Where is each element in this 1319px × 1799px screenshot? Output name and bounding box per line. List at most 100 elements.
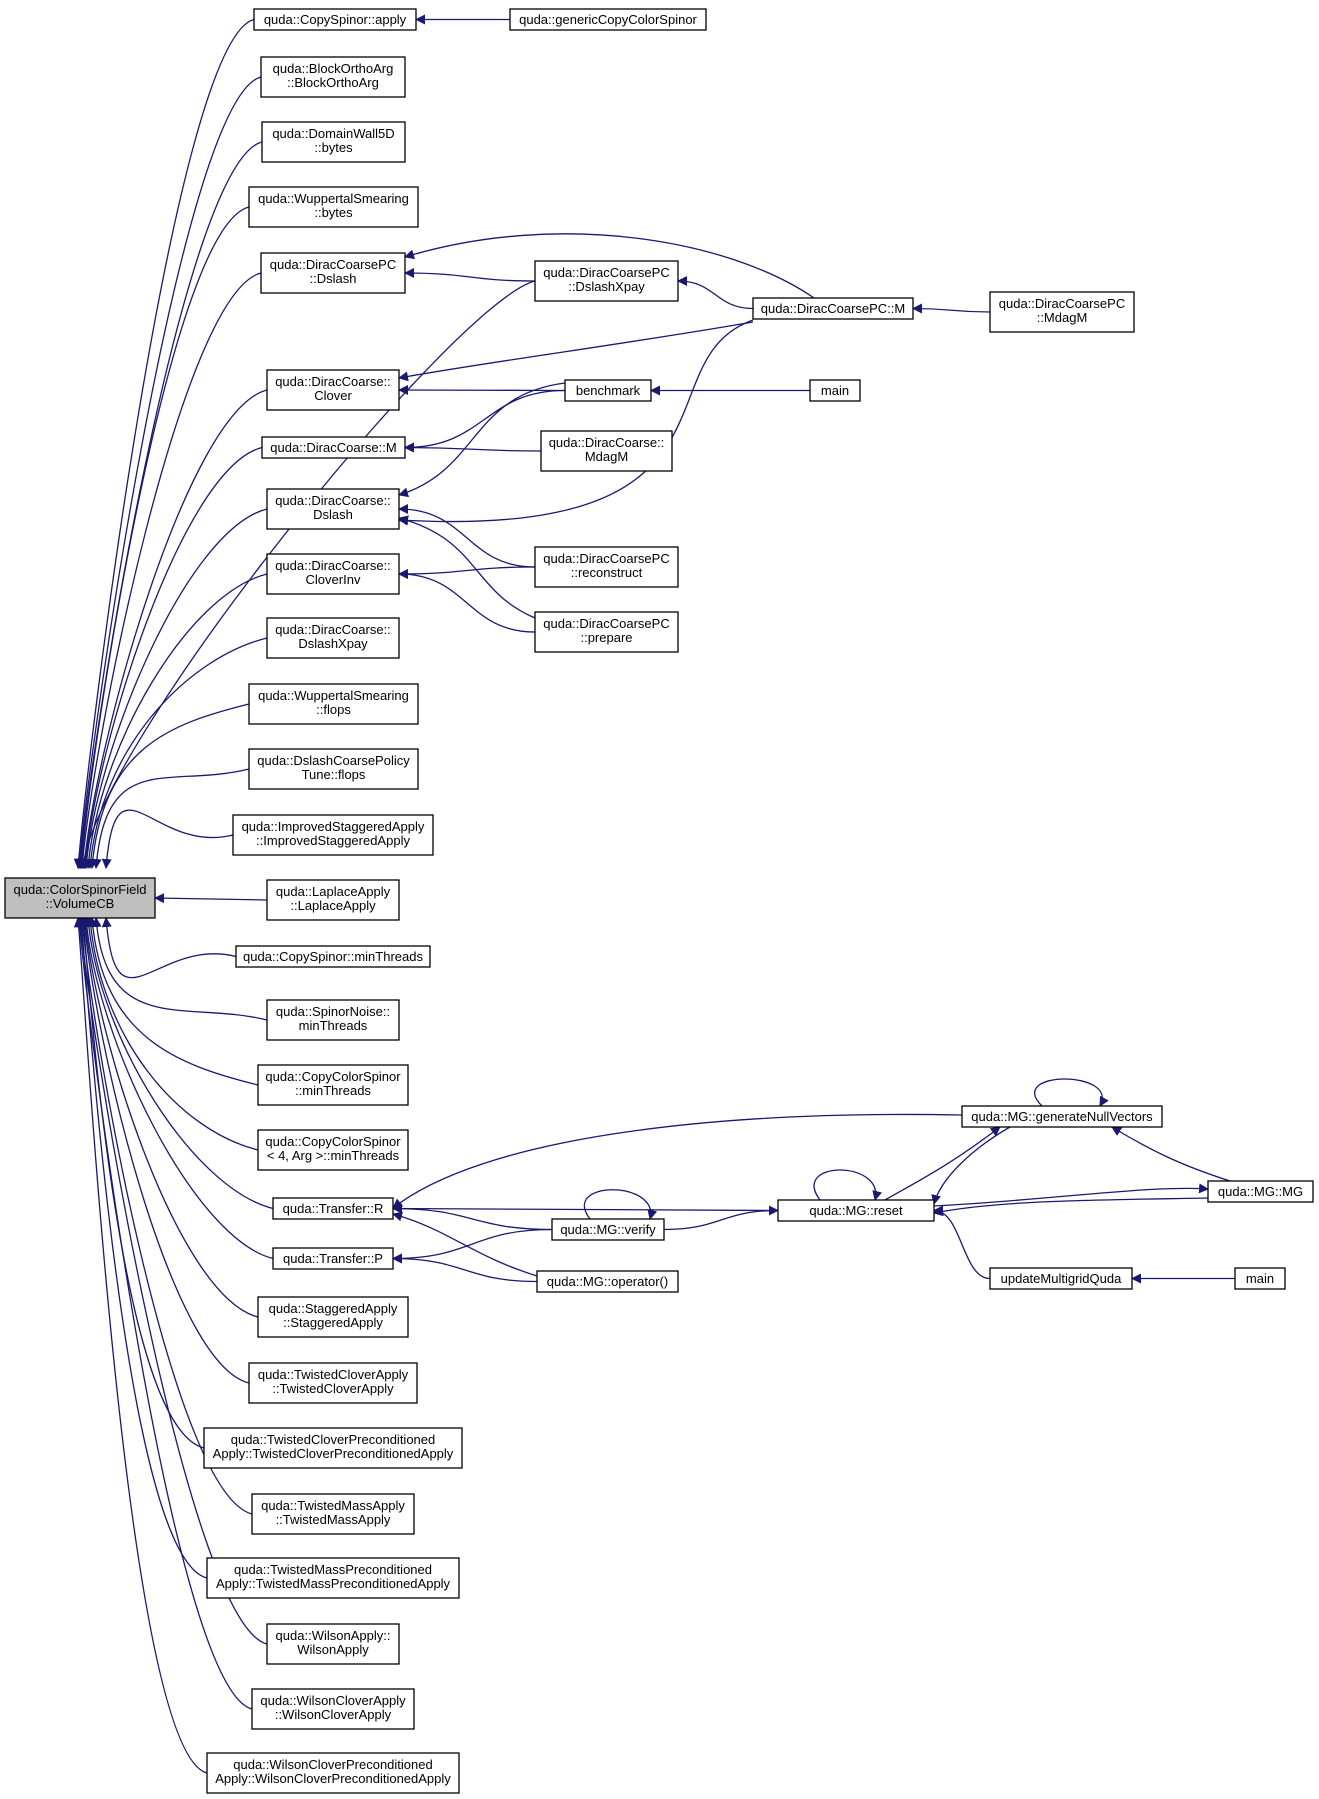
node-box [266, 999, 400, 1041]
edge-mg_reset-to-mg_mg [933, 1183, 1209, 1207]
node-label: quda::WilsonApply:: [276, 1628, 391, 1643]
node-dc_mdagm[interactable]: quda::DiracCoarse::MdagM [540, 430, 673, 472]
node-label: quda::MG::generateNullVectors [971, 1109, 1153, 1124]
node-dc_dslash[interactable]: quda::DiracCoarse::Dslash [266, 488, 400, 530]
node-label: quda::DiracCoarse::M [270, 440, 396, 455]
node-cs_mint[interactable]: quda::CopySpinor::minThreads [235, 945, 431, 968]
node-box [989, 1267, 1133, 1290]
node-main2[interactable]: main [1234, 1267, 1286, 1290]
node-sn_mint[interactable]: quda::SpinorNoise::minThreads [266, 999, 400, 1041]
node-box [248, 186, 419, 228]
node-wca[interactable]: quda::WilsonCloverApply::WilsonCloverApp… [251, 1688, 415, 1730]
node-box [1207, 1180, 1314, 1203]
node-label: ::bytes [314, 205, 353, 220]
node-sta[interactable]: quda::StaggeredApply::StaggeredApply [257, 1296, 409, 1338]
edge-boa-to-root [74, 76, 262, 869]
node-box [235, 945, 431, 968]
node-box [257, 1064, 409, 1106]
node-box [551, 1218, 665, 1241]
node-dc_m[interactable]: quda::DiracCoarse::M [261, 436, 406, 459]
node-box [4, 877, 156, 919]
node-label: quda::Transfer::P [283, 1251, 383, 1266]
node-label: WilsonApply [297, 1642, 369, 1657]
node-dcpc_m[interactable]: quda::DiracCoarsePC::M [752, 297, 914, 320]
node-mg_reset[interactable]: quda::MG::reset [777, 1199, 935, 1222]
node-tmpa[interactable]: quda::TwistedMassPreconditionedApply::Tw… [206, 1557, 460, 1599]
node-dcpc_dslash[interactable]: quda::DiracCoarsePC::Dslash [260, 252, 406, 294]
edge-dc_dxpay-to-root [85, 637, 268, 869]
node-mg_mg[interactable]: quda::MG::MG [1207, 1180, 1314, 1203]
node-dcpc_dxpay[interactable]: quda::DiracCoarsePC::DslashXpay [534, 260, 679, 302]
node-dc_clover[interactable]: quda::DiracCoarse::Clover [266, 369, 400, 411]
node-wa[interactable]: quda::WilsonApply::WilsonApply [266, 1623, 400, 1665]
node-ws_flops[interactable]: quda::WuppertalSmearing::flops [248, 683, 419, 725]
node-label: quda::TwistedMassPreconditioned [234, 1562, 432, 1577]
node-label: quda::CopySpinor::apply [264, 12, 407, 27]
edge-wa-to-root [75, 917, 268, 1645]
node-box [536, 1270, 679, 1293]
edge-dcpc_prepare-to-dc_cloverinv [398, 569, 536, 633]
edge-dc_cloverinv-to-root [83, 573, 268, 869]
node-box [257, 1129, 409, 1171]
node-label: quda::DiracCoarsePC [543, 265, 669, 280]
node-mg_verify[interactable]: quda::MG::verify [551, 1218, 665, 1241]
node-gccs[interactable]: quda::genericCopyColorSpinor [509, 8, 707, 31]
node-box [260, 56, 406, 98]
edge-benchmark-to-dc_m [404, 389, 566, 453]
node-box [534, 611, 679, 653]
node-dcpc_mdagm[interactable]: quda::DiracCoarsePC::MdagM [989, 291, 1135, 333]
node-isa[interactable]: quda::ImprovedStaggeredApply::ImprovedSt… [232, 814, 434, 856]
node-dc_cloverinv[interactable]: quda::DiracCoarse::CloverInv [266, 553, 400, 595]
node-box [251, 1493, 415, 1535]
node-dcpc_recon[interactable]: quda::DiracCoarsePC::reconstruct [534, 546, 679, 588]
edge-mg_reset-to-mg_gnv [884, 1126, 1001, 1201]
node-label: quda::DiracCoarsePC [270, 257, 396, 272]
node-ccs4_mint[interactable]: quda::CopyColorSpinor< 4, Arg >::minThre… [257, 1129, 409, 1171]
edge-dcpc_dxpay-to-root [78, 280, 536, 869]
node-tma[interactable]: quda::TwistedMassApply::TwistedMassApply [251, 1493, 415, 1535]
node-ws_bytes[interactable]: quda::WuppertalSmearing::bytes [248, 186, 419, 228]
edge-wca-to-root [74, 917, 253, 1710]
node-root[interactable]: quda::ColorSpinorField::VolumeCB [4, 877, 156, 919]
node-box [260, 252, 406, 294]
node-box [534, 546, 679, 588]
node-tr_p[interactable]: quda::Transfer::P [272, 1247, 394, 1270]
node-dc_dxpay[interactable]: quda::DiracCoarse::DslashXpay [266, 617, 400, 659]
node-label: quda::StaggeredApply [269, 1301, 398, 1316]
node-mg_op[interactable]: quda::MG::operator() [536, 1270, 679, 1293]
edge-tmpa-to-root [76, 917, 208, 1579]
node-label: MdagM [585, 449, 628, 464]
node-mg_gnv[interactable]: quda::MG::generateNullVectors [961, 1105, 1163, 1128]
node-label: Apply::WilsonCloverPreconditionedApply [215, 1771, 451, 1786]
node-box [251, 1688, 415, 1730]
edge-dcpc_recon-to-dc_dslash [398, 504, 536, 568]
node-label: quda::MG::operator() [547, 1274, 668, 1289]
edge-cs_apply-to-root [73, 18, 255, 869]
node-ccs_mint[interactable]: quda::CopyColorSpinor::minThreads [257, 1064, 409, 1106]
node-lap[interactable]: quda::LaplaceApply::LaplaceApply [266, 879, 400, 921]
node-tca[interactable]: quda::TwistedCloverApply::TwistedCloverA… [248, 1362, 418, 1404]
node-umq[interactable]: updateMultigridQuda [989, 1267, 1133, 1290]
edge-dc_m-to-root [80, 446, 263, 869]
node-tr_r[interactable]: quda::Transfer::R [272, 1197, 394, 1220]
node-label: DslashXpay [298, 636, 368, 651]
edge-mg_gnv-to-tr_r [392, 1113, 963, 1209]
node-main1[interactable]: main [809, 379, 861, 402]
node-label: quda::DiracCoarse:: [275, 558, 391, 573]
node-dcpc_prepare[interactable]: quda::DiracCoarsePC::prepare [534, 611, 679, 653]
node-label: quda::DomainWall5D [272, 126, 394, 141]
node-tcpa[interactable]: quda::TwistedCloverPreconditionedApply::… [203, 1427, 463, 1469]
node-benchmark[interactable]: benchmark [564, 379, 652, 402]
node-label: ::WilsonCloverApply [275, 1707, 392, 1722]
node-boa[interactable]: quda::BlockOrthoArg::BlockOrthoArg [260, 56, 406, 98]
edge-ws_flops-to-root [87, 703, 250, 869]
edge-cs_mint-to-root [101, 917, 237, 979]
node-cs_apply[interactable]: quda::CopySpinor::apply [253, 8, 417, 31]
node-label: ::TwistedCloverApply [272, 1381, 394, 1396]
node-wcpa[interactable]: quda::WilsonCloverPreconditionedApply::W… [206, 1752, 460, 1794]
node-label: ::TwistedMassApply [276, 1512, 391, 1527]
edge-sta-to-root [80, 917, 259, 1318]
node-dw5[interactable]: quda::DomainWall5D::bytes [261, 121, 406, 163]
node-label: ::ImprovedStaggeredApply [256, 833, 410, 848]
